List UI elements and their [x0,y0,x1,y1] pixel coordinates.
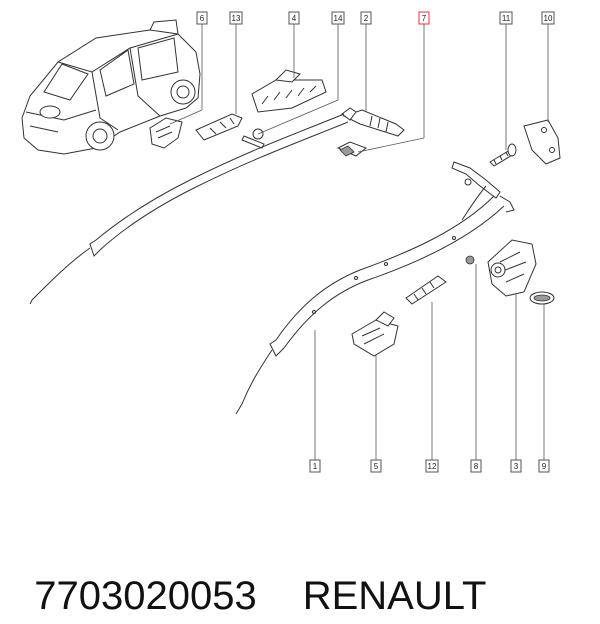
part-3-latch [487,239,537,297]
part-5-bracket [351,311,399,357]
callout-8: 8 [470,459,482,473]
main-cable [29,113,515,415]
part-8-nut [465,255,475,265]
callout-1: 1 [309,459,321,473]
part-number: 7703020053 [34,574,257,618]
parts-diagram: 6 13 4 14 2 7 11 10 1 5 12 8 [21,11,561,473]
callout-3: 3 [510,459,522,473]
callout-9: 9 [538,459,550,473]
callout-6: 6 [196,11,208,25]
callout-12: 12 [425,459,439,473]
part-6-bracket [149,117,183,149]
part-10-plate [523,119,561,165]
part-14-pin [241,128,265,149]
part-2-fitting [341,107,405,137]
part-11-screw [489,143,517,167]
callout-1-label: 1 [313,462,318,471]
part-13-clip [195,113,243,141]
callout-10-label: 10 [544,14,553,23]
callout-6-label: 6 [200,14,205,23]
callout-13: 13 [229,11,243,25]
callout-10: 10 [541,11,555,25]
callout-2-label: 2 [364,14,369,23]
brand-name: RENAULT [302,574,487,618]
callout-12-label: 12 [428,462,437,471]
callout-7: 7 [418,11,430,25]
callout-5-label: 5 [374,462,379,471]
callout-2: 2 [360,11,372,25]
callout-5: 5 [370,459,382,473]
callout-14: 14 [331,11,345,25]
callout-8-label: 8 [474,462,479,471]
part-9-grommet [529,291,555,305]
callout-3-label: 3 [514,462,519,471]
caption: 7703020053 RENAULT [12,512,592,618]
callout-4: 4 [288,11,300,25]
part-12-clip [405,275,447,305]
callout-7-label: 7 [422,14,427,23]
callout-9-label: 9 [542,462,547,471]
callout-13-label: 13 [232,14,241,23]
part-7-bolt [336,141,367,157]
leader-lines [169,24,549,460]
callout-4-label: 4 [292,14,297,23]
callout-11-label: 11 [502,14,511,23]
callout-11: 11 [499,11,513,25]
part-4-guide [251,69,327,113]
car-illustration [21,19,201,155]
callout-14-label: 14 [334,14,343,23]
